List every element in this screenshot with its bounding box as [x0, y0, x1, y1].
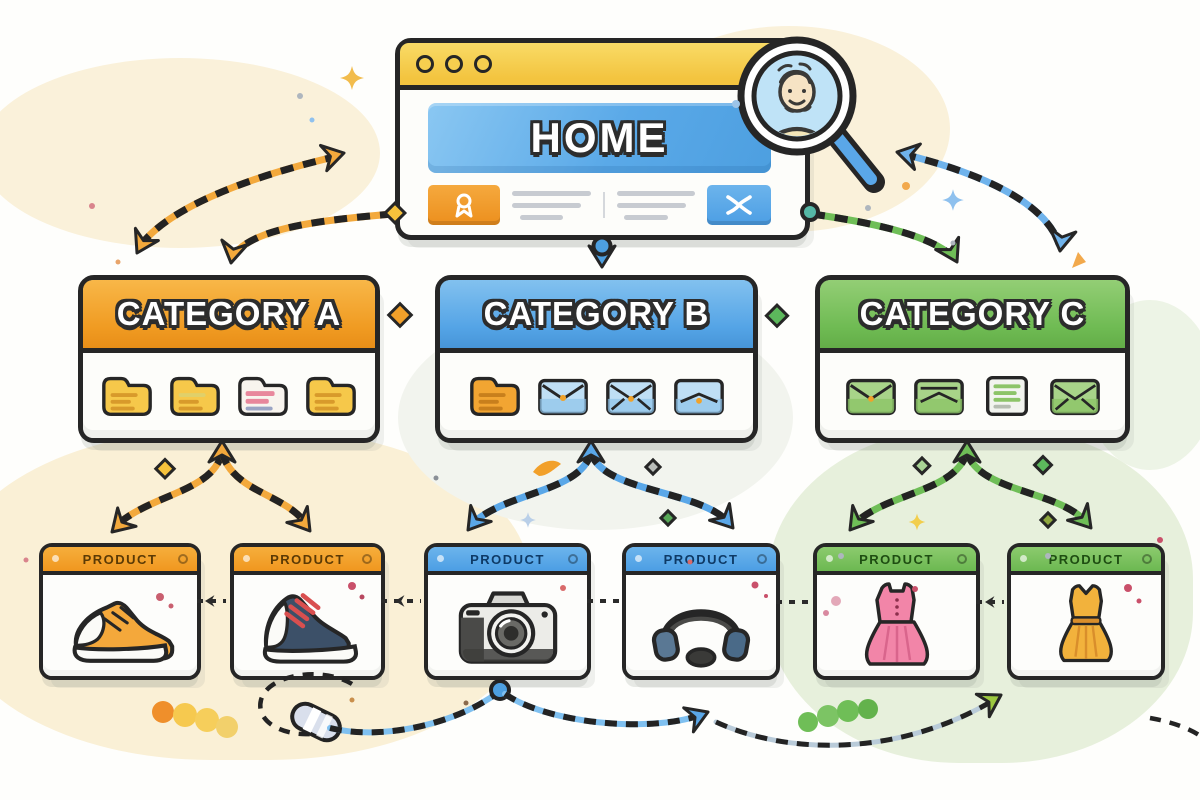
product-5-label: PRODUCT — [859, 551, 934, 567]
folder-icon — [170, 376, 220, 416]
placeholder-lines — [616, 190, 695, 220]
envelope-icon — [1049, 378, 1100, 415]
product-box-4: PRODUCT — [622, 543, 780, 680]
home-page-window: HOME — [395, 38, 810, 240]
folder-icon — [306, 376, 356, 416]
folder-icon — [102, 376, 152, 416]
category-c-header: CATEGORY C — [820, 280, 1125, 353]
divider — [602, 192, 605, 218]
yellow-sneaker-icon — [72, 600, 175, 663]
envelope-icon — [913, 378, 964, 415]
product-4-image — [626, 575, 776, 676]
product-3-image — [428, 575, 587, 676]
user-badge-tile — [428, 185, 500, 225]
browser-title-bar — [400, 43, 805, 90]
pink-dress-icon — [864, 581, 929, 666]
document-icon — [985, 375, 1028, 416]
window-dot-icon — [474, 55, 492, 73]
product-1-image — [43, 575, 197, 676]
product-1-header: PRODUCT — [43, 547, 197, 575]
category-a-header: CATEGORY A — [83, 280, 375, 353]
product-6-label: PRODUCT — [1048, 551, 1124, 567]
product-2-image — [234, 575, 381, 676]
window-dot-icon — [416, 55, 434, 73]
product-3-label: PRODUCT — [470, 551, 545, 567]
envelope-icon — [537, 378, 588, 415]
category-a-items — [83, 353, 375, 438]
window-dot-icon — [445, 55, 463, 73]
product-2-label: PRODUCT — [270, 551, 345, 567]
envelope-icon — [673, 378, 724, 415]
product-box-3: PRODUCT — [424, 543, 591, 680]
camera-icon — [458, 590, 557, 664]
product-4-header: PRODUCT — [626, 547, 776, 575]
product-5-image — [817, 575, 976, 676]
product-4-label: PRODUCT — [663, 551, 739, 567]
category-b-box: CATEGORY B — [435, 275, 758, 443]
product-5-header: PRODUCT — [817, 547, 976, 575]
product-box-5: PRODUCT — [813, 543, 980, 680]
user-badge-icon — [455, 193, 473, 218]
triangle-decoration — [1072, 252, 1086, 268]
category-b-items — [440, 353, 753, 438]
category-c-title: CATEGORY C — [859, 295, 1086, 332]
category-a-box: CATEGORY A — [78, 275, 380, 443]
headphones-icon — [651, 608, 751, 668]
folder-pink-notes-icon — [238, 376, 288, 416]
product-3-header: PRODUCT — [428, 547, 587, 575]
home-banner: HOME — [428, 103, 771, 173]
category-c-box: CATEGORY C — [815, 275, 1130, 443]
product-1-label: PRODUCT — [82, 551, 158, 567]
product-6-image — [1011, 575, 1161, 676]
envelope-icon — [845, 378, 896, 415]
folder-orange-icon — [469, 376, 520, 416]
placeholder-lines — [512, 190, 591, 220]
product-2-header: PRODUCT — [234, 547, 381, 575]
navy-sneaker-icon — [262, 592, 358, 664]
home-title: HOME — [530, 114, 669, 161]
home-toolbar — [428, 185, 771, 225]
crossed-arrows-tile — [707, 185, 771, 225]
product-6-header: PRODUCT — [1011, 547, 1161, 575]
envelope-icon — [605, 378, 656, 415]
category-b-title: CATEGORY B — [483, 295, 710, 332]
category-c-items — [820, 353, 1125, 438]
arrow-home-category-b — [587, 235, 617, 269]
product-box-6: PRODUCT — [1007, 543, 1165, 680]
product-box-1: PRODUCT — [39, 543, 201, 680]
product-box-2: PRODUCT — [230, 543, 385, 680]
background-blob — [0, 58, 380, 248]
crossed-arrows-icon — [726, 195, 752, 215]
category-b-header: CATEGORY B — [440, 280, 753, 353]
category-a-title: CATEGORY A — [116, 295, 342, 332]
yellow-dress-icon — [1059, 583, 1113, 662]
